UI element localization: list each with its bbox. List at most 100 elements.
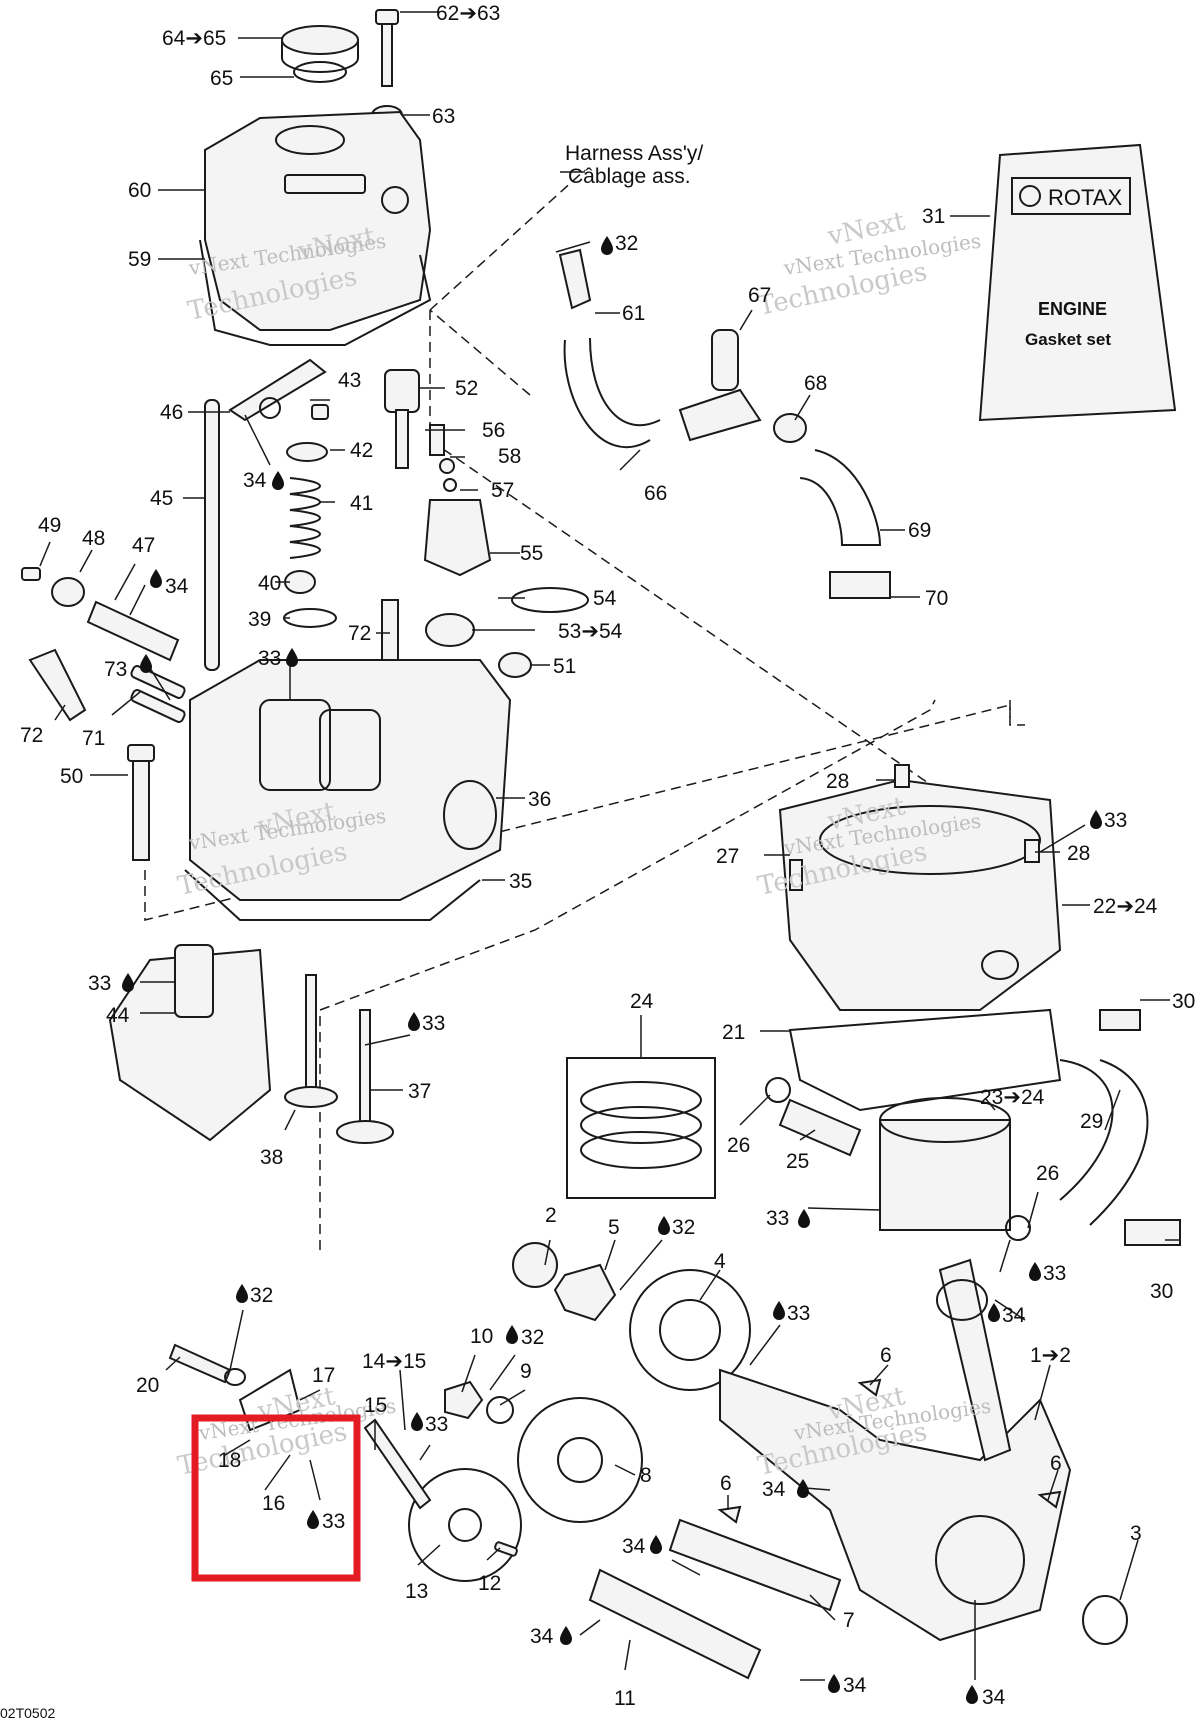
callout-33g: 33 bbox=[787, 1302, 810, 1325]
gasket-set-card: ROTAX ENGINE Gasket set bbox=[978, 143, 1177, 422]
callout-34h: 34 bbox=[843, 1674, 867, 1697]
callout-2a: 2 bbox=[545, 1204, 557, 1227]
callout-33d: 33 bbox=[422, 1012, 445, 1035]
callout-34g: 34 bbox=[982, 1686, 1006, 1709]
callout-43: 43 bbox=[338, 369, 361, 392]
callout-34b: 34 bbox=[165, 575, 189, 598]
callout-30b: 30 bbox=[1150, 1280, 1173, 1303]
callout-27: 27 bbox=[716, 845, 739, 868]
callout-9: 9 bbox=[520, 1360, 532, 1383]
coolant-hoses bbox=[558, 248, 891, 599]
callout-35: 35 bbox=[509, 870, 532, 893]
callout-17: 17 bbox=[312, 1364, 335, 1387]
callout-51: 51 bbox=[553, 655, 576, 678]
callout-52: 52 bbox=[455, 377, 478, 400]
callout-32a: 32 bbox=[615, 232, 638, 255]
callout-1-2: 1➔2 bbox=[1030, 1344, 1071, 1367]
callout-15: 15 bbox=[364, 1394, 387, 1417]
callout-32b: 32 bbox=[672, 1216, 695, 1239]
callout-33c: 33 bbox=[88, 972, 111, 995]
callout-6b: 6 bbox=[1050, 1452, 1062, 1475]
callout-62-63: 62➔63 bbox=[436, 2, 500, 25]
callout-25: 25 bbox=[786, 1150, 809, 1173]
callout-26b: 26 bbox=[1036, 1162, 1059, 1185]
callout-34e: 34 bbox=[622, 1535, 646, 1558]
callout-73: 73 bbox=[104, 658, 127, 681]
callout-32c: 32 bbox=[250, 1284, 273, 1307]
rocker-and-valve-train bbox=[21, 358, 399, 723]
callout-5: 5 bbox=[608, 1216, 620, 1239]
oil-drop-icon bbox=[601, 236, 613, 255]
crank-and-gear-group bbox=[168, 1242, 1128, 1680]
callout-4: 4 bbox=[714, 1250, 726, 1273]
callout-22-24: 22➔24 bbox=[1093, 895, 1158, 918]
callout-49: 49 bbox=[38, 514, 61, 537]
callout-54: 54 bbox=[593, 587, 617, 610]
callout-47: 47 bbox=[132, 534, 155, 557]
callout-34a: 34 bbox=[243, 469, 267, 492]
callout-68: 68 bbox=[804, 372, 827, 395]
cylinder-group bbox=[566, 764, 1181, 1246]
callout-7: 7 bbox=[843, 1609, 855, 1632]
callout-20: 20 bbox=[136, 1374, 159, 1397]
callout-72a: 72 bbox=[348, 622, 371, 645]
callout-28b: 28 bbox=[1067, 842, 1090, 865]
valve-cover-group bbox=[199, 9, 432, 346]
callout-60: 60 bbox=[128, 179, 151, 202]
callout-12: 12 bbox=[478, 1572, 501, 1595]
callout-33e: 33 bbox=[766, 1207, 789, 1230]
callout-72b: 72 bbox=[20, 724, 43, 747]
callout-30a: 30 bbox=[1172, 990, 1195, 1013]
callout-45: 45 bbox=[150, 487, 173, 510]
callout-24: 24 bbox=[630, 990, 654, 1013]
callout-34d: 34 bbox=[762, 1478, 786, 1501]
callout-16: 16 bbox=[262, 1492, 285, 1515]
highlight-box bbox=[191, 1414, 361, 1582]
callout-23-24: 23➔24 bbox=[980, 1086, 1045, 1109]
callout-labels: 64➔65 65 62➔63 63 60 59 32 61 31 67 68 6… bbox=[20, 2, 1195, 1710]
callout-8: 8 bbox=[640, 1464, 652, 1487]
callout-40: 40 bbox=[258, 572, 281, 595]
thermostat-group bbox=[384, 369, 589, 678]
callout-55: 55 bbox=[520, 542, 543, 565]
callout-70: 70 bbox=[925, 587, 948, 610]
callout-31: 31 bbox=[922, 205, 945, 228]
callout-44: 44 bbox=[106, 1004, 130, 1027]
callout-6a: 6 bbox=[880, 1344, 892, 1367]
callout-13: 13 bbox=[405, 1580, 428, 1603]
callout-67: 67 bbox=[748, 284, 771, 307]
callout-18: 18 bbox=[218, 1449, 241, 1472]
callout-6c: 6 bbox=[720, 1472, 732, 1495]
callout-42: 42 bbox=[350, 439, 373, 462]
callout-56: 56 bbox=[482, 419, 505, 442]
callout-58: 58 bbox=[498, 445, 521, 468]
callout-29: 29 bbox=[1080, 1110, 1103, 1133]
callout-33h: 33 bbox=[425, 1413, 448, 1436]
callout-33b: 33 bbox=[1104, 809, 1127, 832]
callout-36: 36 bbox=[528, 788, 551, 811]
reference-code: 02T0502 bbox=[0, 1705, 55, 1721]
callout-34c: 34 bbox=[1002, 1304, 1026, 1327]
callout-33a: 33 bbox=[258, 647, 281, 670]
callout-46: 46 bbox=[160, 401, 183, 424]
callout-69: 69 bbox=[908, 519, 931, 542]
callout-39: 39 bbox=[248, 608, 271, 631]
callout-59: 59 bbox=[128, 248, 151, 271]
callout-11: 11 bbox=[614, 1687, 636, 1710]
callout-37: 37 bbox=[408, 1080, 431, 1103]
callout-66: 66 bbox=[644, 482, 667, 505]
callout-50: 50 bbox=[60, 765, 83, 788]
callout-41: 41 bbox=[350, 492, 373, 515]
callout-38: 38 bbox=[260, 1146, 283, 1169]
callout-63: 63 bbox=[432, 105, 455, 128]
callout-3: 3 bbox=[1130, 1522, 1142, 1545]
callout-34f: 34 bbox=[530, 1625, 554, 1648]
cylinder-head-group bbox=[108, 659, 512, 1144]
callout-65: 65 bbox=[210, 67, 233, 90]
leader-lines bbox=[39, 11, 1180, 1681]
harness-note-line2: Câblage ass. bbox=[568, 165, 691, 188]
callout-57: 57 bbox=[491, 479, 514, 502]
callout-48: 48 bbox=[82, 527, 105, 550]
